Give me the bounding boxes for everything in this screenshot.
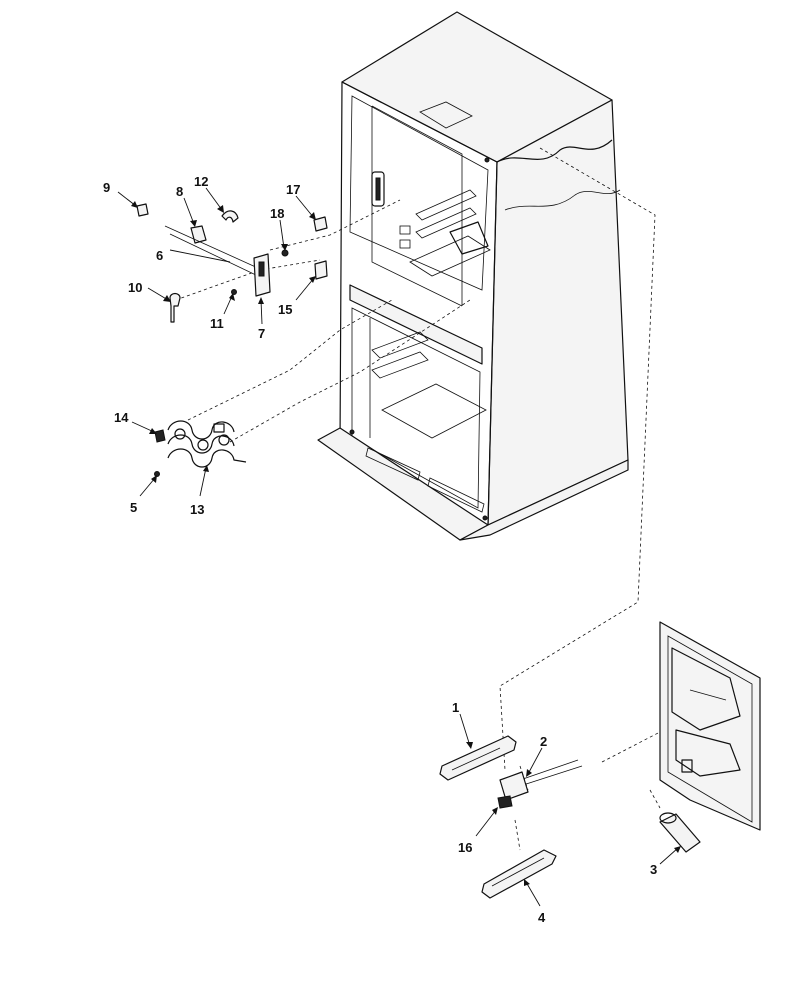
callout-8: 8 xyxy=(176,184,183,199)
freezer-door xyxy=(659,621,761,831)
callout-5: 5 xyxy=(130,500,137,515)
part-16-thermistor xyxy=(499,771,529,801)
part-14-connector xyxy=(154,429,166,443)
callout-11: 11 xyxy=(210,316,224,331)
part-9-clip xyxy=(136,203,149,217)
part-5-screw xyxy=(154,471,160,477)
part-11-screw xyxy=(231,289,237,295)
callout-1: 1 xyxy=(452,700,459,715)
callout-18: 18 xyxy=(270,206,284,221)
callout-labels: 9 8 12 17 18 6 10 11 7 15 14 5 13 1 2 16… xyxy=(103,174,657,925)
callout-9: 9 xyxy=(103,180,110,195)
callout-2: 2 xyxy=(540,734,547,749)
ice-parts xyxy=(439,735,701,899)
part-8-bracket xyxy=(190,225,207,244)
part-15-cover xyxy=(314,260,328,280)
callout-6: 6 xyxy=(156,248,163,263)
leader-lines xyxy=(117,187,681,907)
callout-3: 3 xyxy=(650,862,657,877)
callout-16: 16 xyxy=(458,840,472,855)
part-6-rod xyxy=(164,225,259,269)
callout-4: 4 xyxy=(538,910,546,925)
callout-10: 10 xyxy=(128,280,142,295)
callout-15: 15 xyxy=(278,302,292,317)
callout-7: 7 xyxy=(258,326,265,341)
parts-upper-left xyxy=(136,203,328,323)
callout-17: 17 xyxy=(286,182,300,197)
assembly-lines xyxy=(169,147,661,851)
callout-13: 13 xyxy=(190,502,204,517)
defrost-heater-assembly xyxy=(154,420,247,477)
callout-12: 12 xyxy=(194,174,208,189)
part-2-wire xyxy=(519,759,579,781)
part-3-filter xyxy=(659,813,701,853)
callout-14: 14 xyxy=(114,410,129,425)
refrigerator-cabinet xyxy=(317,11,629,541)
part-4-channel xyxy=(481,849,557,899)
part-17-cap xyxy=(313,216,328,232)
part-12-clip xyxy=(221,210,239,223)
part-10-sensor xyxy=(169,292,181,323)
